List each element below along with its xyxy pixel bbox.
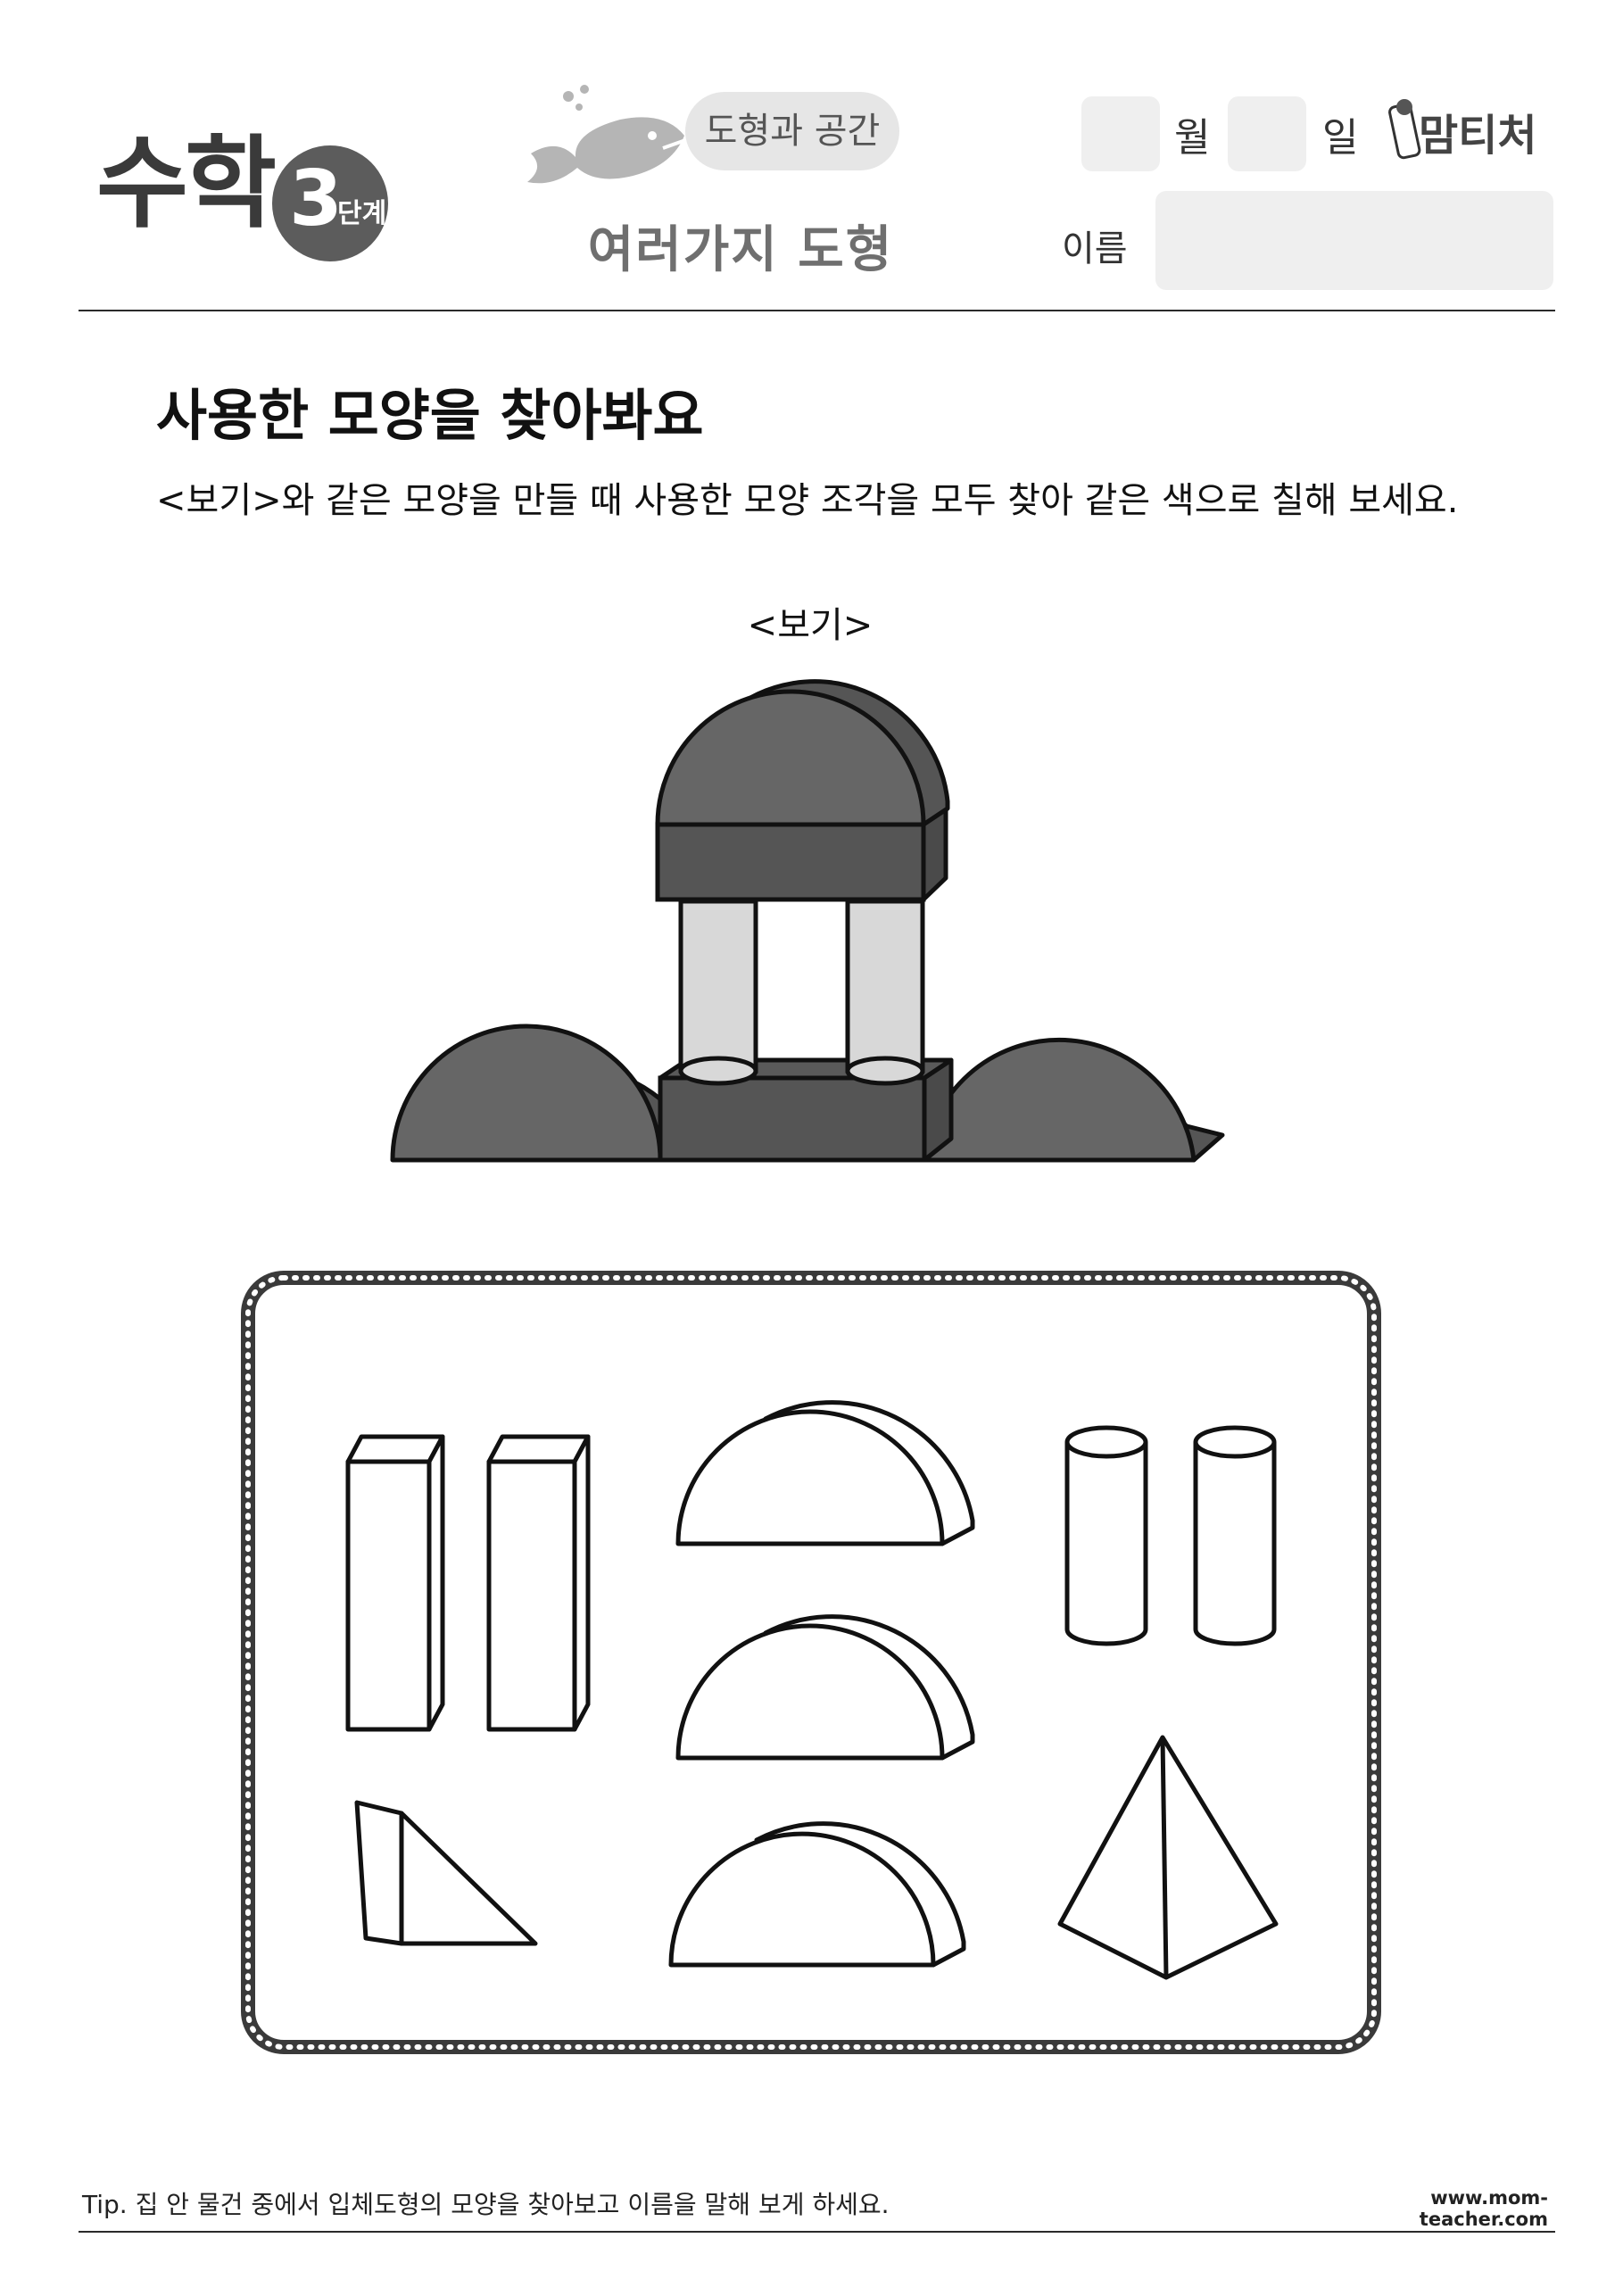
triangular-prism-piece[interactable]	[354, 1800, 538, 1946]
left-half-cylinder	[390, 1024, 688, 1163]
name-label: 이름	[1062, 228, 1128, 269]
half-cylinder-piece-2[interactable]	[675, 1614, 975, 1761]
half-cylinder-piece-1[interactable]	[675, 1400, 975, 1546]
half-cylinder-piece-3[interactable]	[668, 1821, 966, 1968]
topic-badge: 도형과 공간	[685, 92, 899, 170]
day-label: 일	[1322, 115, 1359, 161]
right-half-cylinder	[922, 1037, 1225, 1163]
question-instruction: <보기>와 같은 모양을 만들 때 사용한 모양 조각을 모두 찾아 같은 색으…	[156, 480, 1459, 521]
prism-piece-2[interactable]	[486, 1434, 591, 1732]
cylinder-piece-1[interactable]	[1064, 1425, 1148, 1646]
whale-icon	[527, 85, 689, 184]
footer-tip: Tip. 집 안 물건 중에서 입체도형의 모양을 찾아보고 이름을 말해 보게…	[82, 2190, 890, 2219]
dome-half-cylinder	[655, 679, 950, 827]
grade-number: 3	[289, 154, 343, 244]
brand-text: 맘티처	[1419, 111, 1536, 161]
example-figure	[390, 679, 1225, 1163]
name-input-box[interactable]	[1155, 191, 1553, 290]
pieces-box	[241, 1271, 1381, 2054]
grade-badge	[272, 145, 388, 261]
worksheet-subtitle: 여러가지 도형	[587, 221, 894, 279]
month-input-box[interactable]	[1081, 96, 1160, 171]
pyramid-piece[interactable]	[1057, 1735, 1279, 1980]
prism-piece-1[interactable]	[345, 1434, 445, 1732]
example-label: <보기>	[747, 605, 874, 646]
brand-logo: 맘티처	[1388, 99, 1536, 161]
subject-logo: 수학	[96, 126, 277, 242]
cylinder-piece-2[interactable]	[1193, 1425, 1277, 1646]
footer-url[interactable]: www.mom-teacher.com	[1419, 2187, 1548, 2230]
footer-divider	[79, 2231, 1555, 2233]
grade-word: 단계	[337, 198, 387, 229]
header-divider	[79, 310, 1555, 311]
question-heading: 사용한 모양을 찾아봐요	[156, 383, 704, 448]
top-beam	[655, 804, 948, 902]
month-label: 월	[1174, 115, 1211, 161]
day-input-box[interactable]	[1228, 96, 1306, 171]
